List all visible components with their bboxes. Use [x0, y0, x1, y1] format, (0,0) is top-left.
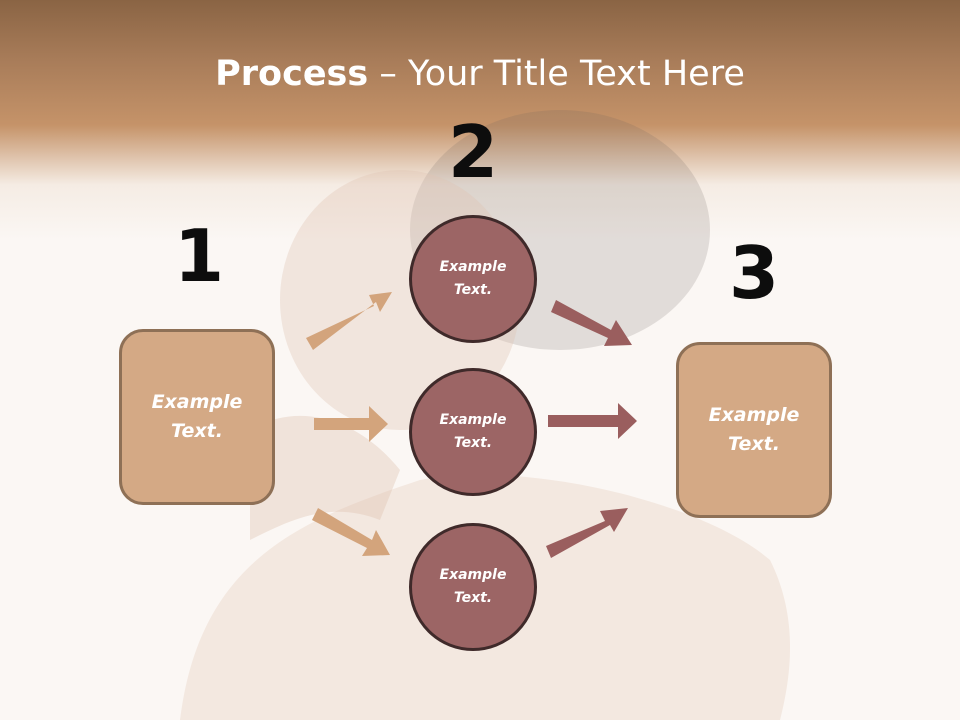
step-3-text-line2: Text.	[728, 433, 780, 455]
step-1-text-line2: Text.	[171, 420, 223, 442]
arrow-right-down	[551, 300, 632, 346]
step-number-2: 2	[447, 110, 499, 194]
circle-bottom-text-line1: Example	[439, 567, 507, 583]
title-rest: – Your Title Text Here	[368, 54, 745, 94]
step-number-1: 1	[173, 214, 225, 298]
arrow-left-middle	[314, 406, 388, 442]
arrow-right-middle	[548, 403, 637, 439]
circle-bottom-text-line2: Text.	[453, 590, 493, 606]
arrow-right-up	[546, 508, 628, 558]
arrow-left-down	[312, 508, 390, 556]
circle-middle-text-line2: Text.	[453, 435, 493, 451]
step-3-text-line1: Example	[708, 404, 800, 426]
slide-title: Process – Your Title Text Here	[0, 52, 960, 96]
circle-top-text-line1: Example	[439, 259, 507, 275]
arrow-left-up	[306, 292, 392, 350]
step-1-text-line1: Example	[151, 391, 243, 413]
circle-middle-text-line1: Example	[439, 412, 507, 428]
step-number-3: 3	[728, 231, 780, 315]
circle-top-text-line2: Text.	[453, 282, 493, 298]
title-bold: Process	[215, 54, 369, 94]
